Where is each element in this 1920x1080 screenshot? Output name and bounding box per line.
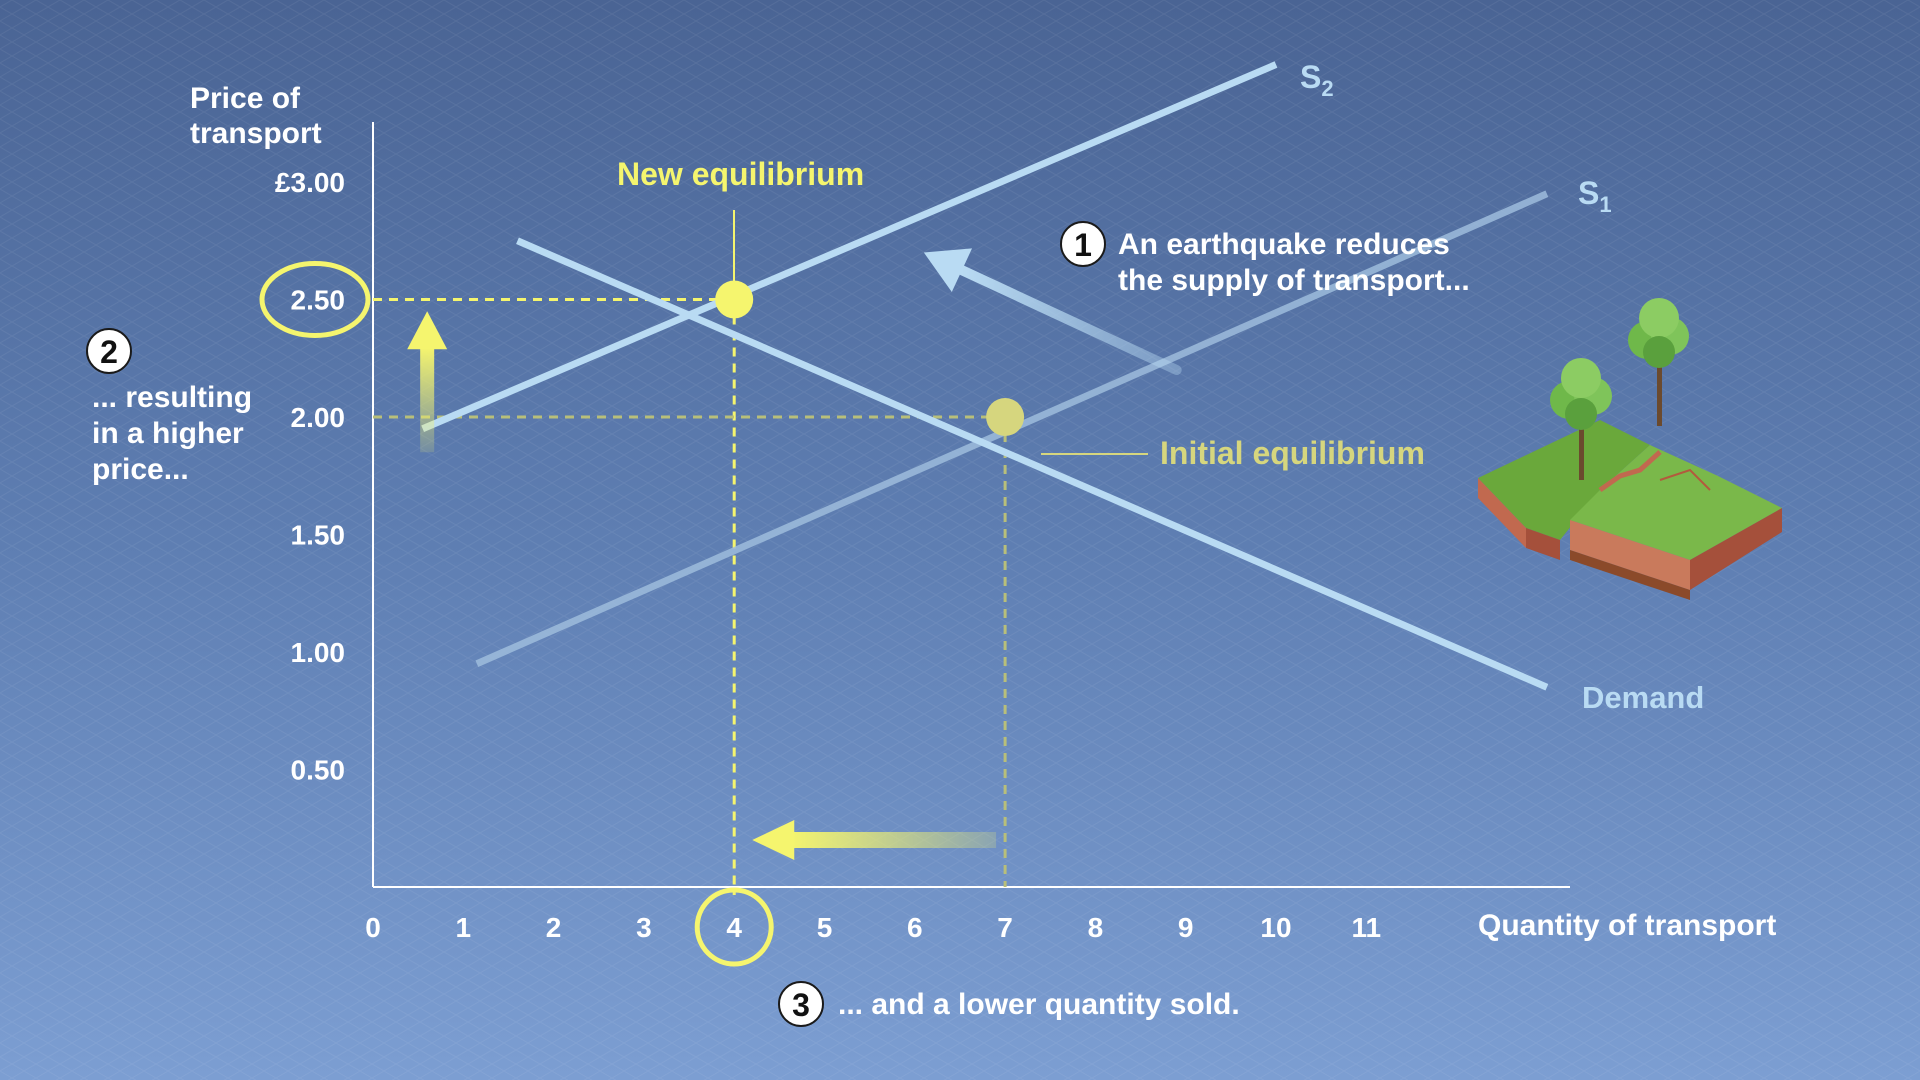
y-tick-labels: 0.50 1.00 1.50 2.00 2.50 £3.00 [275,167,345,786]
demand-label: Demand [1582,680,1704,715]
y-tick-2.00: 2.00 [291,402,346,433]
price-highlight-ring [259,261,371,338]
quantity-decrease-arrow [752,820,997,860]
new-equilibrium-label: New equilibrium [617,156,864,192]
initial-equilibrium-label: Initial equilibrium [1160,435,1425,471]
x-tick-10: 10 [1260,912,1291,943]
x-tick-1: 1 [456,912,472,943]
y-tick-2.50: 2.50 [291,285,346,316]
supply-shift-arrow [923,248,1182,375]
s2-label: S2 [1300,59,1334,101]
supply-curve-s2 [421,61,1278,432]
y-tick-0.50: 0.50 [291,755,346,786]
x-tick-11: 11 [1351,912,1381,943]
step1-text-line1: An earthquake reduces [1118,228,1450,261]
step2-text-line3: price... [92,453,189,486]
initial-equilibrium-point [986,398,1025,436]
x-tick-3: 3 [636,912,652,943]
y-axis-title-line2: transport [190,117,322,150]
step2-text-line1: ... resulting [92,381,252,414]
y-tick-1.50: 1.50 [291,520,346,551]
x-tick-5: 5 [817,912,833,943]
y-tick-1.00: 1.00 [291,637,346,668]
quantity-highlight-ring [694,887,774,967]
step1-text-line2: the supply of transport... [1118,264,1470,297]
earthquake-terrain-icon [1478,298,1782,600]
x-tick-2: 2 [546,912,562,943]
step3-number: 3 [792,987,810,1023]
y-axis-title-line1: Price of [190,82,301,115]
x-axis-title: Quantity of transport [1478,909,1776,942]
x-tick-6: 6 [907,912,923,943]
y-tick-£3.00: £3.00 [275,167,345,198]
step3-text: ... and a lower quantity sold. [838,988,1240,1021]
step2-number: 2 [100,334,118,370]
s1-label: S1 [1578,175,1612,217]
step1-number: 1 [1074,227,1092,263]
price-increase-arrow [407,311,448,453]
x-tick-9: 9 [1178,912,1194,943]
x-tick-8: 8 [1088,912,1104,943]
x-tick-0: 0 [365,912,381,943]
x-tick-4: 4 [726,912,742,943]
x-tick-7: 7 [997,912,1013,943]
step3-badge [778,981,824,1027]
step1-badge [1060,221,1106,267]
step2-text-line2: in a higher [92,417,244,450]
x-tick-labels: 0 1 2 3 4 5 6 7 8 9 10 11 [365,912,1381,943]
step2-badge [86,328,132,374]
equilibrium-guides [373,298,1007,895]
